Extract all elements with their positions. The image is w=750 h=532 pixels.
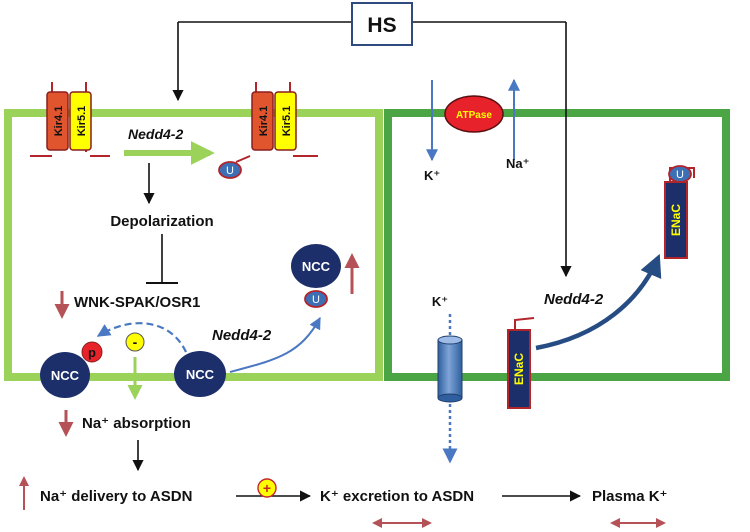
enac-membrane: ENaC [507,317,535,409]
ubiquitin-enac [668,165,692,183]
na-absorption-label: Na⁺ absorption [82,415,191,432]
k-channel [437,335,463,403]
nedd4-label-right: Nedd4-2 [544,291,604,308]
kir-channel-right: Kir4.1 Kir5.1 U [218,82,318,179]
ubiquitin-ncc [304,290,328,308]
k-excretion-label: K⁺ excretion to ASDN [320,488,474,505]
phospho-badge [81,341,103,363]
ncc-phosphorylated [40,352,90,398]
plus-badge [257,478,277,498]
ubiquitin-ncc-label: U [312,294,320,306]
kir41-label-right: Kir4.1 [258,106,270,137]
kir41-label-left: Kir4.1 [53,106,65,137]
ncc-center [174,351,226,397]
dephospho-dashed-arrow [96,322,187,353]
ubiquitin-kir [218,161,242,179]
atpase-label: ATPase [456,110,492,121]
ncc-ubiquitinated-label: NCC [302,259,331,274]
ubiquitin-kir-label: U [226,165,234,177]
kir51-label-right: Kir5.1 [281,106,293,137]
enac-internalization-arrow [535,253,662,351]
plasma-k-label: Plasma K⁺ [592,488,667,505]
wnk-label: WNK-SPAK/OSR1 [74,294,200,311]
enac-membrane-label: ENaC [512,353,526,385]
nedd4-label-left: Nedd4-2 [128,126,183,142]
k-channel-label: K⁺ [432,294,448,309]
ubiquitin-enac-label: U [676,169,684,181]
minus-label: - [133,334,138,350]
atpase-na-label: Na⁺ [506,156,529,171]
kir51-label-left: Kir5.1 [76,106,88,137]
phospho-label: p [88,345,96,360]
hs-box [351,2,413,46]
enac-ubiquitinated-label: ENaC [669,204,683,236]
atpase-k-label: K⁺ [424,168,440,183]
depolarization-label: Depolarization [110,213,213,230]
ncc-center-label: NCC [186,367,215,382]
nedd4-ncc-arrow [229,316,321,373]
ncc-ubiquitinated [291,244,341,288]
plus-label: + [263,480,271,496]
kir-channel-left: Kir4.1 Kir5.1 [30,82,110,157]
hs-label: HS [367,14,396,37]
ncc-phosphorylated-label: NCC [51,368,80,383]
na-delivery-label: Na⁺ delivery to ASDN [40,488,192,505]
right-cell [384,109,730,381]
minus-badge [125,332,145,352]
enac-ubiquitinated: ENaC U [664,165,695,259]
nedd4-label-mid: Nedd4-2 [212,327,272,344]
atpase [444,95,504,133]
